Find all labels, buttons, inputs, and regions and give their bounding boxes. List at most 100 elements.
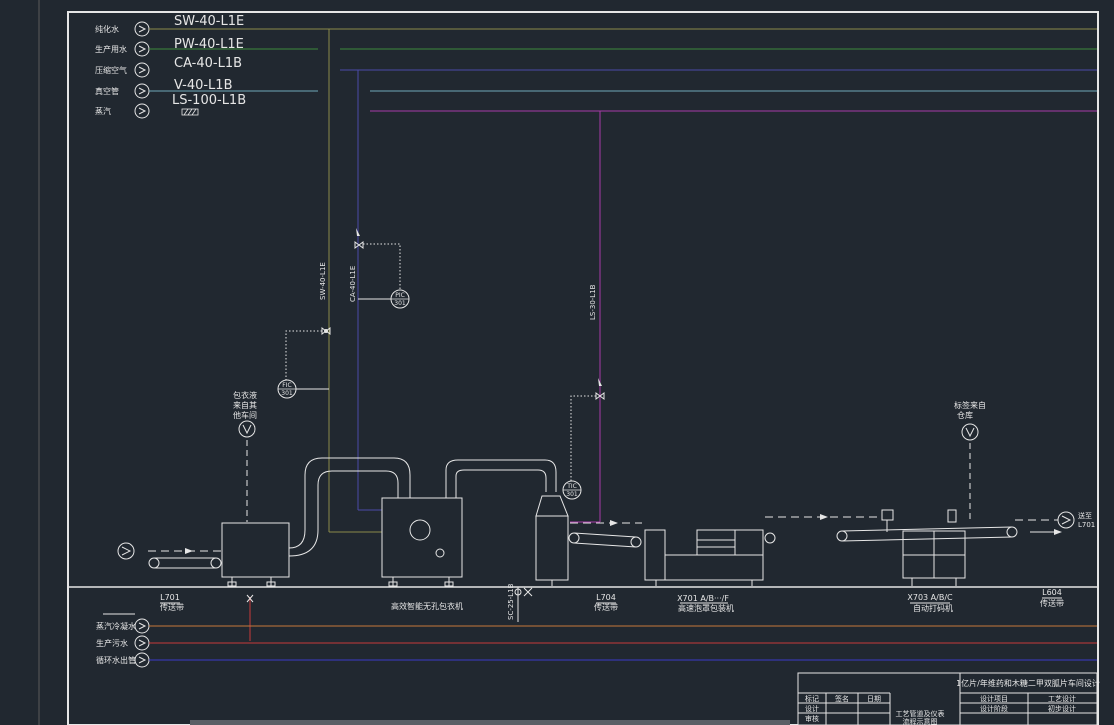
title-cell: 初步设计: [1048, 704, 1076, 713]
equipment-code: X703 A/B/C: [907, 593, 953, 602]
note-line: 他车间: [233, 410, 257, 420]
title-cell: 工艺设计: [1048, 694, 1076, 703]
title-cell: 设计项目: [980, 694, 1008, 703]
flow-arrow-icon: [820, 514, 828, 520]
flow-arrow-icon: [1054, 529, 1062, 535]
utility-label: 生产用水: [95, 44, 127, 54]
fic-instrument: FIC 301: [277, 379, 297, 399]
title-cell: 审核: [805, 714, 819, 723]
flow-arrow-icon: [610, 520, 618, 526]
equipment-code: L604: [1042, 588, 1062, 597]
utility-row: 蒸汽 LS-100-L1B: [95, 93, 1097, 119]
exhaust-duct: [445, 459, 557, 498]
utility-row: 生产用水 PW-40-L1E: [95, 37, 1097, 57]
instrument-tag: PIC: [395, 292, 405, 299]
note-line: 标签来自: [954, 400, 986, 410]
outlet-arrow-icon: [1057, 511, 1075, 529]
title-cell: 设计阶段: [980, 704, 1008, 713]
pic-instrument: PIC 301: [390, 289, 410, 309]
equipment-label: L701 传送带: [160, 593, 184, 612]
utility-label: 真空管: [95, 86, 119, 96]
project-title: 1亿片/年维药和木糖二甲双胍片车间设计: [956, 678, 1100, 688]
valve-icon: [321, 327, 331, 335]
drawing-title: 流程示意图: [903, 717, 938, 725]
air-duct-inner: [288, 470, 399, 557]
utility-code: LS-100-L1B: [172, 93, 246, 108]
air-duct: [288, 457, 411, 549]
equipment-code: X701 A/B···/F: [677, 594, 729, 603]
send-to-note: 送至: [1078, 511, 1092, 520]
instrument-tag: TIC: [566, 483, 577, 490]
blister-packing-machine: [644, 529, 776, 586]
utility-legend: 纯化水 SW-40-L1E 生产用水 PW-40-L1E 压缩空气 CA-40-…: [95, 14, 1097, 119]
utility-label: 压缩空气: [95, 65, 127, 75]
dryer-column: [535, 495, 569, 586]
title-cell: 日期: [867, 695, 881, 703]
equipment-code: L701: [160, 593, 180, 602]
inlet-arrow-icon: [238, 420, 256, 438]
label-note: 标签来自 仓库: [954, 400, 986, 420]
equipment-name: 传送带: [594, 602, 618, 612]
instrument-tag: FIC: [282, 382, 291, 389]
utility-label: 纯化水: [95, 24, 119, 34]
feed-note: 包衣液 来自其 他车间: [233, 390, 257, 420]
drawing-title: 工艺管道及仪表: [896, 709, 945, 718]
bottom-utility-row: 循环水出管: [96, 652, 1097, 668]
valve-icon: [595, 378, 605, 400]
coding-machine: [881, 509, 966, 586]
instrument-number: 301: [566, 491, 578, 498]
conveyor-l704: [568, 532, 642, 548]
equipment-name: 高速泡罩包装机: [678, 603, 734, 613]
utility-label: 循环水出管: [96, 655, 136, 665]
conveyor-l701: [148, 557, 222, 569]
sw-vertical-label: SW-40-L1E: [319, 262, 327, 300]
equipment-name: 传送带: [160, 602, 184, 612]
tic-instrument: TIC 301: [562, 480, 582, 500]
equipment-name: 高效智能无孔包衣机: [391, 601, 463, 611]
valve-icon: [514, 587, 533, 597]
tic-signal-line: [570, 395, 596, 485]
utility-label: 生产污水: [96, 638, 128, 648]
bottom-utility-row: 生产污水: [96, 635, 1097, 651]
note-line: 仓库: [957, 410, 973, 420]
bottom-utility-row: 蒸汽冷凝水: [96, 618, 1097, 634]
ca-vertical-label: CA-40-L1E: [349, 266, 357, 302]
utility-label: 蒸汽: [95, 106, 111, 116]
equipment-label: L604 传送带: [1040, 588, 1064, 608]
inlet-arrow-icon: [117, 542, 135, 560]
title-cell: 标记: [805, 694, 819, 703]
equipment-code: L704: [596, 593, 616, 602]
utility-row: 压缩空气 CA-40-L1B: [95, 56, 1097, 78]
fic-signal-line: [285, 330, 322, 380]
note-line: 包衣液: [233, 390, 257, 400]
pic-signal-line: [363, 243, 401, 292]
equipment-label: X703 A/B/C 自动打码机: [907, 593, 953, 613]
ls-vertical-label: LS-30-L1B: [589, 284, 597, 320]
send-to-note: L701: [1078, 521, 1095, 529]
title-cell: 签名: [835, 694, 849, 703]
equipment-name: 自动打码机: [913, 603, 953, 613]
utility-code: CA-40-L1B: [174, 56, 242, 71]
utility-row: 真空管 V-40-L1B: [95, 78, 1097, 99]
instrument-number: 301: [394, 300, 406, 307]
utility-label: 蒸汽冷凝水: [96, 621, 136, 631]
valve-icon: [246, 594, 254, 603]
title-cell: 设计: [805, 704, 819, 713]
note-line: 来自其: [233, 400, 257, 410]
inlet-arrow-icon: [961, 423, 979, 441]
exhaust-duct-inner: [455, 469, 547, 498]
equipment-label: 高效智能无孔包衣机: [391, 601, 463, 611]
equipment-name: 传送带: [1040, 598, 1064, 608]
equipment-label: X701 A/B···/F 高速泡罩包装机: [677, 594, 734, 613]
instrument-number: 301: [281, 390, 293, 397]
sc-vertical-label: SC-25-L1B: [507, 583, 515, 620]
feed-tank: [221, 522, 290, 587]
drawing-frame: [67, 11, 1099, 725]
title-block: 1亿片/年维药和木糖二甲双胍片车间设计 设计项目 工艺设计 设计阶段 初步设计 …: [797, 672, 1100, 725]
utility-code: V-40-L1B: [174, 78, 233, 93]
coating-machine: [381, 497, 463, 587]
horizontal-scrollbar[interactable]: [190, 720, 790, 725]
utility-code: PW-40-L1E: [174, 37, 244, 52]
flow-arrow-icon: [185, 548, 193, 554]
